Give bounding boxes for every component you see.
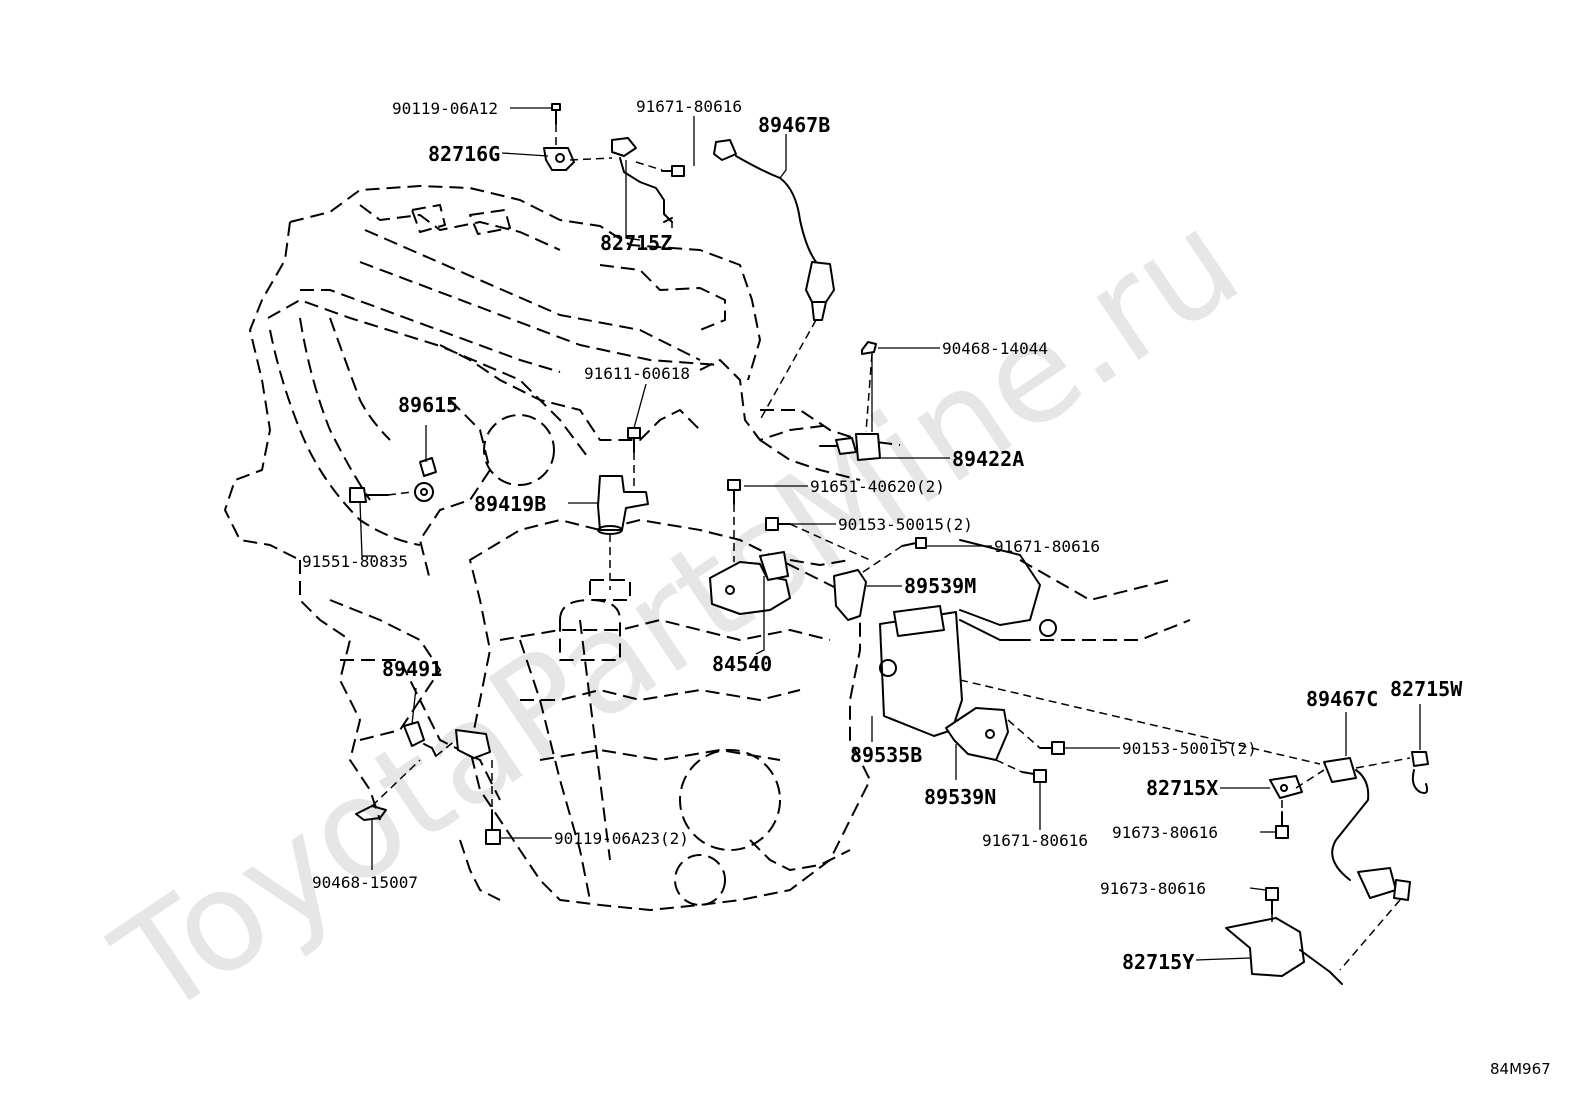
- engine-assembly-drawing: [224, 185, 1191, 911]
- callout-82716G: 82716G: [428, 142, 500, 166]
- callout-91671-80616-mid: 91671-80616: [994, 537, 1100, 556]
- callout-89422A: 89422A: [952, 447, 1024, 471]
- callout-91551-80835: 91551-80835: [302, 552, 408, 571]
- callout-90468-15007: 90468-15007: [312, 873, 418, 892]
- callout-91651-40620: 91651-40620(2): [810, 477, 945, 496]
- callout-89539N: 89539N: [924, 785, 996, 809]
- callout-84540: 84540: [712, 652, 772, 676]
- callout-89615: 89615: [398, 393, 458, 417]
- callout-89491: 89491: [382, 657, 442, 681]
- callout-90153-50015-a: 90153-50015(2): [838, 515, 973, 534]
- callout-89535B: 89535B: [850, 743, 922, 767]
- watermark: ToyotaPartsMine.ru: [88, 180, 1267, 1048]
- callout-91671-80616-top: 91671-80616: [636, 97, 742, 116]
- diagram-code: 84M967: [1490, 1060, 1551, 1078]
- callout-91671-80616-low: 91671-80616: [982, 831, 1088, 850]
- callout-89467B: 89467B: [758, 113, 830, 137]
- callout-82715W: 82715W: [1390, 677, 1463, 701]
- callout-91673-80616-a: 91673-80616: [1112, 823, 1218, 842]
- callout-90153-50015-b: 90153-50015(2): [1122, 739, 1257, 758]
- callout-82715Z: 82715Z: [600, 231, 672, 255]
- callout-90119-06A23: 90119-06A23(2): [554, 829, 689, 848]
- part-symbols: [349, 103, 1429, 985]
- leader-lines: [359, 107, 1421, 971]
- callout-82715X: 82715X: [1146, 776, 1218, 800]
- callout-labels: 90119-06A12 82716G 91671-80616 89467B 82…: [302, 97, 1463, 974]
- callout-89467C: 89467C: [1306, 687, 1378, 711]
- callout-90468-14044: 90468-14044: [942, 339, 1048, 358]
- callout-91673-80616-b: 91673-80616: [1100, 879, 1206, 898]
- callout-90119-06A12: 90119-06A12: [392, 99, 498, 118]
- callout-89419B: 89419B: [474, 492, 546, 516]
- callout-91611-60618: 91611-60618: [584, 364, 690, 383]
- callout-82715Y: 82715Y: [1122, 950, 1194, 974]
- callout-89539M: 89539M: [904, 574, 976, 598]
